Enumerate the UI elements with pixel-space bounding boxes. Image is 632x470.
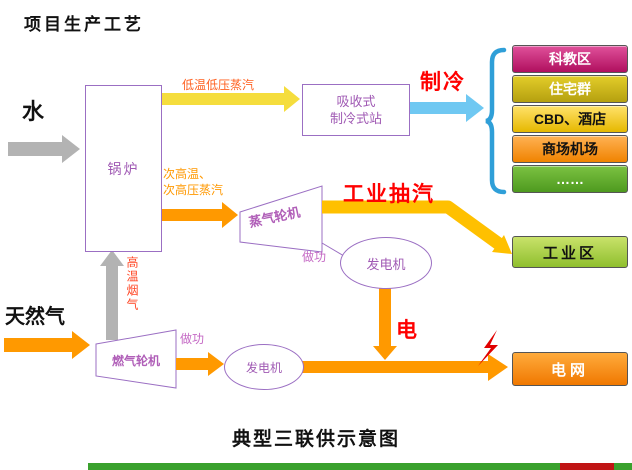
mid-steam-arrow [160,202,238,228]
industrial-zone-node: 工业区 [512,236,628,268]
industrial-steam-label: 工业抽汽 [343,183,435,206]
cooling-label: 制冷 [420,71,466,94]
page-title: 项目生产工艺 [24,15,144,34]
to-grid-arrow [302,354,508,381]
flue-gas-arrowhead [100,250,124,266]
power-grid-node: 电网 [512,352,628,386]
lightning-icon [478,330,498,366]
water-arrow [8,135,80,163]
electricity-arrow-body [379,287,391,346]
low-steam-label: 低温低压蒸汽 [182,78,255,92]
steam-turbine-shape [239,185,323,253]
diagram-caption: 典型三联供示意图 [231,429,400,450]
destination-residential: 住宅群 [512,75,628,103]
absorption-line2: 制冷式站 [329,111,382,126]
destination-more: …… [512,165,628,193]
flue-gas-arrow-body [106,266,118,340]
industrial-steam-arrow [322,200,503,250]
industrial-steam-arrowhead [492,235,512,254]
boiler-node: 锅炉 [85,85,162,252]
destination-science-education: 科教区 [512,45,628,73]
absorption-chiller-node: 吸收式 制冷式站 [302,84,410,136]
gas-turbine-label: 燃气轮机 [111,354,160,368]
work-steam-label: 做功 [302,250,327,264]
mid-steam-label: 次高温、 次高压蒸汽 [163,166,223,198]
low-steam-arrow [160,86,300,112]
bottom-strip-red [560,463,614,470]
generator-top-node: 发电机 [340,237,432,289]
gas-arrow [4,331,90,359]
electricity-arrowhead [373,346,397,360]
electricity-label: 电 [396,319,419,342]
natural-gas-label: 天然气 [5,306,65,328]
absorption-line1: 吸收式 [336,94,376,109]
gas-turbine-shape [95,329,177,389]
flue-gas-label: 高温烟气 [125,256,139,312]
work-arrow [176,352,224,376]
mid-steam-line2: 次高压蒸汽 [163,183,224,197]
mid-steam-line1: 次高温、 [163,167,212,181]
generator-bottom-node: 发电机 [224,344,304,390]
water-label: 水 [22,99,45,124]
work-gas-label: 做功 [180,332,205,346]
bottom-strip-green [88,463,632,470]
destination-mall-airport: 商场机场 [512,135,628,163]
work-connector [321,242,345,257]
brace-shape [485,47,507,195]
cooling-arrow [410,94,484,122]
destination-cbd-hotel: CBD、酒店 [512,105,628,133]
